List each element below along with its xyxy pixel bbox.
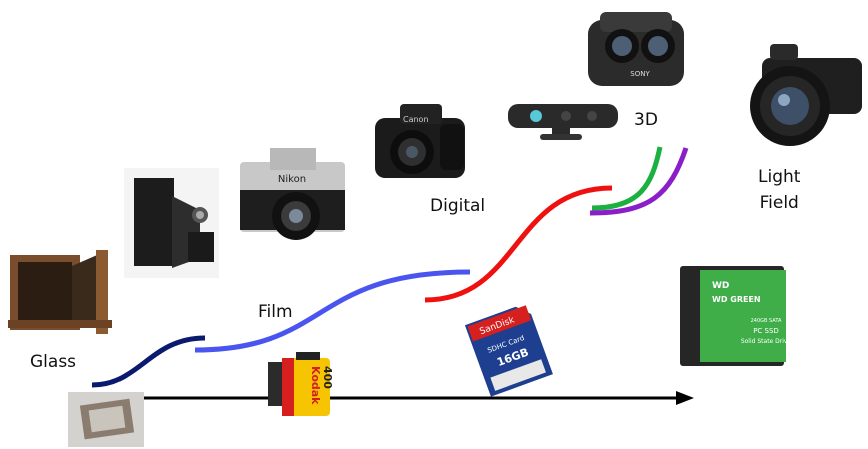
ssd-type-text: PC SSD [753, 327, 779, 335]
sony-3d-camcorder-image: SONY [588, 12, 684, 86]
canon-logo: Canon [403, 115, 429, 124]
light-field-curve [589, 147, 689, 216]
timeline-arrow [128, 391, 694, 405]
sony-logo: SONY [630, 70, 650, 78]
light-field-label-line1: Light [758, 167, 801, 187]
3d-era-label: 3D [634, 110, 658, 130]
digital-era-label: Digital [430, 196, 486, 216]
kodak-film-canister-image: Kodak 400 [268, 352, 334, 416]
light-field-era-label: Light Field [758, 164, 800, 216]
glass-curve [91, 335, 206, 388]
3d-curve [591, 146, 663, 211]
digital-curve [424, 185, 613, 303]
light-field-label-line2: Field [759, 193, 799, 213]
light-field-camera-image [750, 44, 862, 146]
glass-era-label: Glass [30, 352, 77, 372]
canon-dslr-camera-image: Canon [375, 104, 465, 178]
sandisk-sd-card-image: SanDisk SDHC Card 16GB [464, 305, 553, 397]
ssd-name-text: WD GREEN [712, 295, 761, 304]
kodak-speed-text: 400 [321, 366, 334, 389]
ssd-size-text: 240GB SATA [751, 318, 782, 324]
ssd-desc-text: Solid State Drive [741, 338, 792, 345]
kodak-brand-text: Kodak [309, 366, 322, 405]
nikon-slr-camera-image: Nikon [240, 148, 345, 240]
folding-camera-image [124, 168, 219, 278]
film-era-label: Film [258, 302, 293, 322]
film-curve [194, 269, 471, 353]
ssd-wd-logo: WD [712, 281, 729, 291]
depth-sensor-image [508, 104, 618, 140]
wd-green-ssd-image: WD WD GREEN 240GB SATA PC SSD Solid Stat… [680, 266, 791, 366]
bellows-plate-camera-image [8, 250, 112, 334]
glass-plate-holder-image [68, 392, 144, 447]
nikon-logo: Nikon [278, 174, 306, 185]
